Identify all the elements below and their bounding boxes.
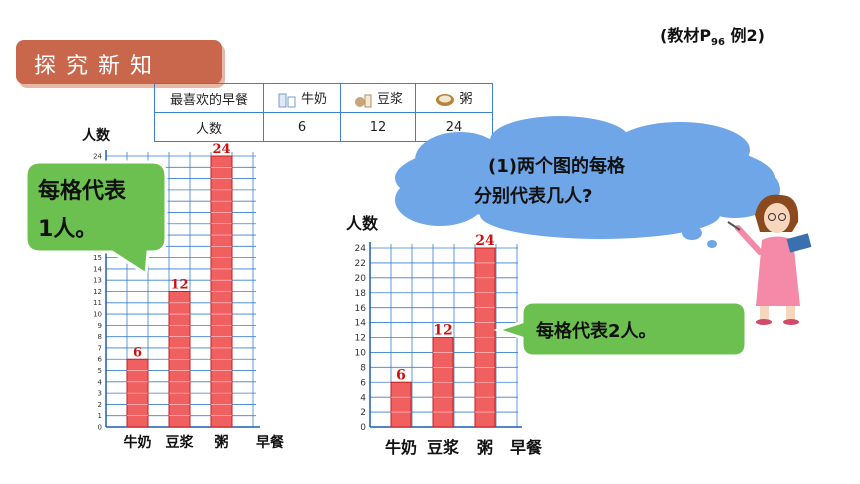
y-tick-label: 24	[93, 152, 102, 160]
y-tick-label: 16	[355, 304, 367, 314]
y-tick-label: 3	[98, 390, 102, 398]
left-callout-line1: 每格代表	[38, 178, 127, 204]
left-callout-line2: 1人。	[38, 217, 97, 242]
x-axis-label: 早餐	[256, 434, 285, 451]
thought-cloud	[395, 116, 780, 248]
data-label: 6	[133, 345, 142, 360]
section-banner: 探究新知	[16, 40, 222, 84]
y-tick-label: 4	[360, 393, 366, 403]
y-tick-label: 13	[93, 277, 102, 285]
teacher-illustration	[727, 194, 812, 325]
right-callout-bubble	[493, 300, 748, 358]
table-header-label: 最喜欢的早餐	[154, 83, 264, 113]
table-row-label: 人数	[154, 112, 264, 142]
y-axis-label: 人数	[82, 127, 111, 144]
left-callout-bubble	[24, 160, 168, 277]
y-tick-label: 7	[98, 344, 102, 352]
y-tick-label: 4	[98, 378, 103, 386]
category-label: 粥	[215, 434, 229, 451]
question-line1: (1)两个图的每格	[488, 155, 626, 177]
y-tick-label: 10	[93, 311, 102, 319]
table-row: 人数 6 12 24	[154, 112, 493, 142]
y-tick-label: 6	[98, 356, 103, 364]
data-label: 6	[396, 367, 406, 383]
y-tick-label: 12	[355, 334, 366, 344]
section-title: 探究新知	[34, 54, 163, 79]
category-label: 牛奶	[124, 434, 152, 451]
data-label: 12	[170, 278, 188, 293]
category-label: 牛奶	[385, 438, 417, 457]
y-tick-label: 9	[98, 322, 102, 330]
porridge-icon	[436, 93, 455, 106]
y-tick-label: 11	[93, 299, 102, 307]
question-line2: 分别代表几人?	[474, 185, 592, 207]
category-label: 豆浆	[427, 438, 460, 457]
data-label: 12	[433, 323, 452, 339]
table-cell: 6	[263, 112, 341, 142]
y-tick-label: 0	[98, 423, 102, 431]
milk-icon	[278, 93, 296, 108]
x-axis-label: 早餐	[510, 438, 543, 457]
y-tick-label: 1	[98, 412, 102, 420]
table-row: 最喜欢的早餐 牛奶 豆浆 粥	[154, 83, 493, 113]
y-tick-label: 6	[360, 378, 366, 388]
y-tick-label: 8	[98, 333, 102, 341]
category-label: 粥	[477, 438, 493, 457]
y-tick-label: 15	[93, 254, 102, 262]
y-tick-label: 12	[93, 288, 102, 296]
y-tick-label: 14	[93, 265, 102, 273]
bar-1	[390, 381, 412, 428]
y-tick-label: 0	[360, 423, 366, 433]
breakfast-table: 最喜欢的早餐 牛奶 豆浆 粥 人数 6 12 24	[154, 83, 493, 142]
data-label: 24	[475, 233, 495, 249]
y-tick-label: 2	[98, 401, 102, 409]
y-tick-label: 14	[355, 319, 367, 329]
table-cell: 粥	[415, 83, 493, 113]
y-tick-label: 5	[98, 367, 102, 375]
soymilk-icon	[354, 94, 372, 108]
y-axis-label: 人数	[346, 214, 379, 233]
right-callout-text: 每格代表2人。	[536, 320, 657, 342]
category-label: 豆浆	[166, 434, 195, 451]
y-tick-label: 20	[355, 274, 367, 284]
table-cell: 豆浆	[340, 83, 416, 113]
y-tick-label: 22	[355, 259, 366, 269]
y-tick-label: 24	[355, 244, 367, 254]
y-tick-label: 2	[360, 408, 366, 418]
y-tick-label: 18	[355, 289, 367, 299]
table-cell: 12	[340, 112, 416, 142]
y-tick-label: 8	[360, 363, 366, 373]
data-label: 24	[212, 142, 230, 157]
y-tick-label: 10	[355, 349, 367, 359]
textbook-reference: (教材P96 例2)	[660, 26, 765, 49]
